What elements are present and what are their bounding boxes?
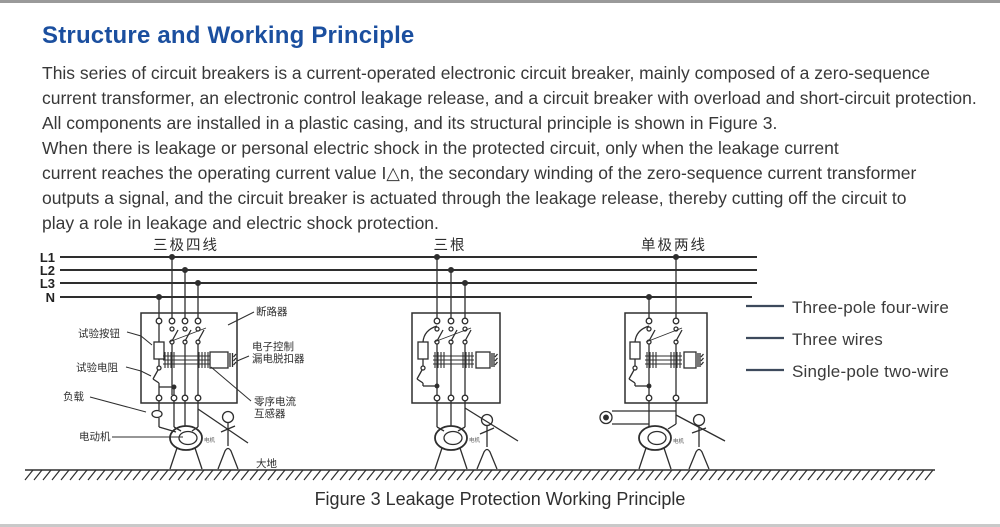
label-breaker: 断路器 xyxy=(256,305,288,318)
paragraph2-line2: current reaches the operating current va… xyxy=(42,163,917,183)
breaker-box-1 xyxy=(140,312,238,404)
test-resistor-symbol-2 xyxy=(417,341,429,360)
test-circuit-2 xyxy=(416,325,440,389)
motor-tag-3: 电机 xyxy=(673,437,685,445)
circuit-single-pole-two-wire: 单极两线 xyxy=(599,237,726,470)
figure-caption: Figure 3 Leakage Protection Working Prin… xyxy=(314,489,686,509)
callout-leader-lines-1 xyxy=(89,311,255,438)
legend-label-2: Three wires xyxy=(792,330,883,349)
bus-label-n: N xyxy=(46,290,55,305)
socket-symbol xyxy=(599,410,613,425)
legend-label-3: Single-pole two-wire xyxy=(792,362,949,381)
top-edge-strip xyxy=(0,0,1000,3)
circuit1-title: 三极四线 xyxy=(153,237,219,254)
label-load: 负载 xyxy=(63,390,84,403)
motor-symbol-3 xyxy=(638,425,672,470)
legend-item-single-pole-two-wire: Single-pole two-wire xyxy=(746,362,949,381)
circuit3-title: 单极两线 xyxy=(641,237,707,254)
supply-bus-lines: L1 L2 L3 N xyxy=(40,250,757,305)
person-figure-1 xyxy=(217,410,239,470)
shock-wire-3 xyxy=(675,414,726,442)
paragraph1-line2: current transformer, an electronic contr… xyxy=(42,88,977,108)
label-earth: 大地 xyxy=(256,457,277,470)
load-connector-1 xyxy=(151,409,163,419)
body-text: This series of circuit breakers is a cur… xyxy=(42,61,977,236)
main-contacts-1 xyxy=(168,326,207,345)
bus-label-l3: L3 xyxy=(40,276,55,291)
label-ct-line2: 互感器 xyxy=(254,407,286,420)
main-contacts-3 xyxy=(645,326,683,345)
paragraph1-line1: This series of circuit breakers is a cur… xyxy=(42,63,931,83)
label-test-button: 试验按钮 xyxy=(78,327,120,340)
figure3-diagram: L1 L2 L3 N 三极四线 xyxy=(0,235,1000,485)
person-figure-3 xyxy=(688,413,710,470)
release-cylinder-1 xyxy=(209,351,237,369)
shock-wire-2 xyxy=(464,407,519,442)
circuit-three-pole-four-wire: 三极四线 xyxy=(63,237,305,470)
circuit-three-wires: 三根 xyxy=(411,237,519,470)
bus-label-l1: L1 xyxy=(40,250,55,265)
test-circuit-1 xyxy=(152,324,177,395)
motor-symbol-2 xyxy=(434,425,468,470)
legend-item-three-wires: Three wires xyxy=(746,330,883,349)
person-figure-2 xyxy=(476,413,498,470)
paragraph1-line3: All components are installed in a plasti… xyxy=(42,113,778,133)
bottom-edge-strip xyxy=(0,524,1000,527)
test-resistor-symbol-1 xyxy=(153,341,165,360)
paragraph2-line3: outputs a signal, and the circuit breake… xyxy=(42,188,907,208)
motor-tag-1: 电机 xyxy=(204,436,216,444)
test-circuit-3 xyxy=(628,325,652,389)
earth-ground-hatching xyxy=(24,469,935,481)
motor-symbol-1 xyxy=(169,425,203,470)
main-contacts-2 xyxy=(433,326,472,345)
ct-core-3 xyxy=(645,352,682,368)
motor-tag-2: 电机 xyxy=(469,436,481,444)
breaker-box-3 xyxy=(624,312,708,404)
circuit2-title: 三根 xyxy=(434,237,467,254)
breaker-box-2 xyxy=(411,312,501,404)
legend-item-three-pole-four-wire: Three-pole four-wire xyxy=(746,298,949,317)
test-resistor-symbol-3 xyxy=(629,341,641,360)
paragraph2-line1: When there is leakage or personal electr… xyxy=(42,138,839,158)
label-ct-line1: 零序电流 xyxy=(254,395,296,408)
release-cylinder-3 xyxy=(683,351,704,369)
socket-branch-3 xyxy=(599,401,677,425)
label-motor: 电动机 xyxy=(79,430,111,443)
label-test-resistor: 试验电阻 xyxy=(76,361,118,374)
release-cylinder-2 xyxy=(475,351,498,369)
label-release-line1: 电子控制 xyxy=(252,340,294,353)
ct-core-1 xyxy=(163,352,210,368)
legend: Three-pole four-wire Three wires Single-… xyxy=(746,298,949,381)
paragraph2-line4: play a role in leakage and electric shoc… xyxy=(42,213,439,233)
ct-core-2 xyxy=(433,352,474,368)
legend-label-1: Three-pole four-wire xyxy=(792,298,949,317)
section-title: Structure and Working Principle xyxy=(42,22,415,49)
bus-label-l2: L2 xyxy=(40,263,55,278)
label-release-line2: 漏电脱扣器 xyxy=(252,352,305,365)
shock-wire-1 xyxy=(197,408,249,444)
